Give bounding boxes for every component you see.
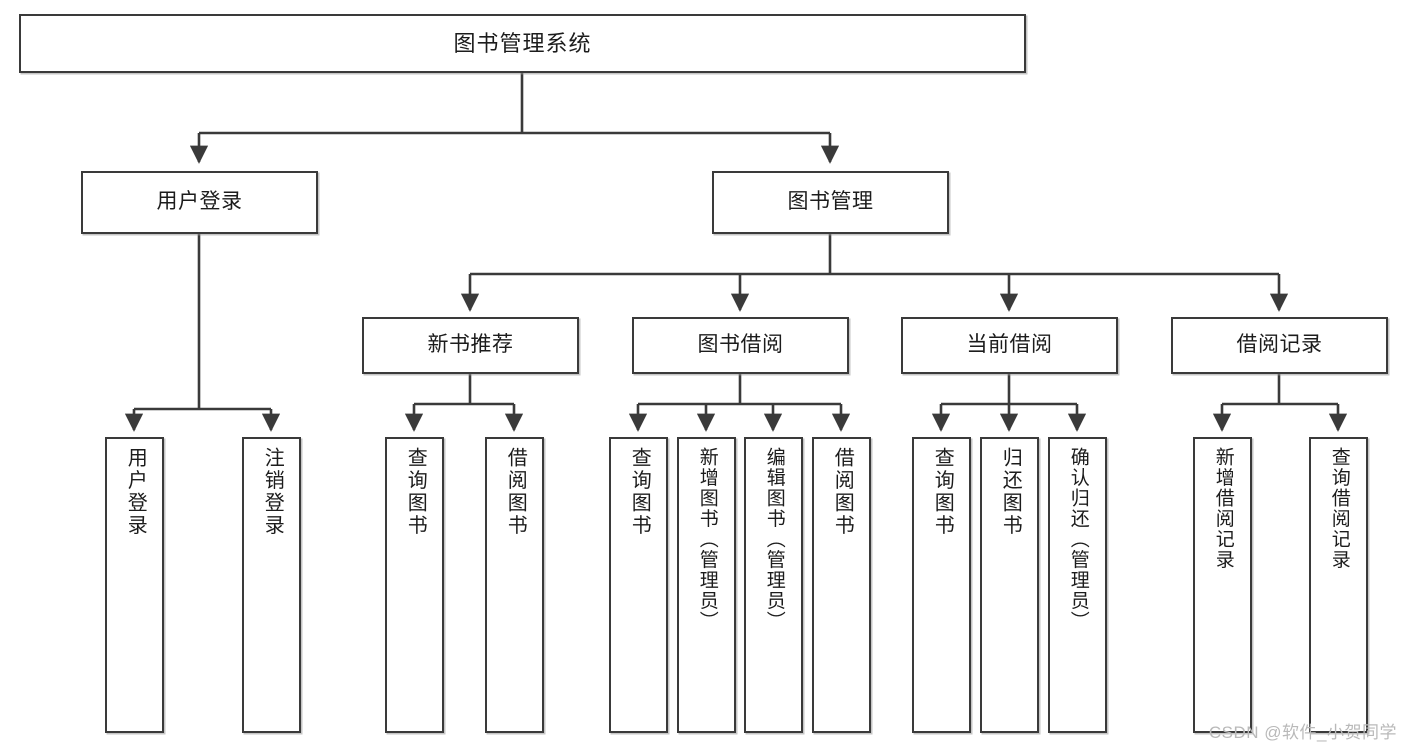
node-label: 查询图书 (404, 447, 427, 537)
node-label: 图书管理 (787, 190, 874, 214)
node-book-management[interactable]: 图书管理 (712, 171, 949, 234)
node-label: 编辑图书（管理员） (763, 447, 785, 632)
leaf-current-return-book[interactable]: 归还图书 (980, 437, 1039, 733)
node-root-system[interactable]: 图书管理系统 (19, 14, 1026, 73)
node-user-login[interactable]: 用户登录 (81, 171, 318, 234)
node-label: 借阅记录 (1236, 333, 1323, 357)
leaf-borrow-borrow-book[interactable]: 借阅图书 (812, 437, 871, 733)
node-book-borrow[interactable]: 图书借阅 (632, 317, 849, 374)
node-borrow-record[interactable]: 借阅记录 (1171, 317, 1388, 374)
leaf-user-login-signout[interactable]: 注销登录 (242, 437, 301, 733)
leaf-borrow-add-book-admin[interactable]: 新增图书（管理员） (677, 437, 736, 733)
node-label: 借阅图书 (831, 447, 854, 537)
node-label: 新增图书（管理员） (696, 447, 718, 632)
node-label: 新增借阅记录 (1212, 447, 1234, 570)
node-label: 查询借阅记录 (1328, 447, 1350, 570)
leaf-current-confirm-return-admin[interactable]: 确认归还（管理员） (1048, 437, 1107, 733)
leaf-record-add-record[interactable]: 新增借阅记录 (1193, 437, 1252, 733)
leaf-borrow-edit-book-admin[interactable]: 编辑图书（管理员） (744, 437, 803, 733)
node-label: 注销登录 (261, 447, 284, 537)
node-label: 查询图书 (931, 447, 954, 537)
node-label: 图书管理系统 (453, 30, 592, 56)
leaf-current-query-book[interactable]: 查询图书 (912, 437, 971, 733)
node-label: 借阅图书 (504, 447, 527, 537)
watermark-text: CSDN @软件_小贺同学 (1208, 723, 1397, 742)
node-label: 用户登录 (156, 190, 243, 214)
leaf-borrow-query-book[interactable]: 查询图书 (609, 437, 668, 733)
node-label: 查询图书 (628, 447, 651, 537)
leaf-new-book-borrow[interactable]: 借阅图书 (485, 437, 544, 733)
node-label: 归还图书 (999, 447, 1022, 537)
leaf-new-book-query[interactable]: 查询图书 (385, 437, 444, 733)
node-label: 新书推荐 (427, 333, 514, 357)
node-label: 确认归还（管理员） (1067, 447, 1089, 632)
node-current-borrow[interactable]: 当前借阅 (901, 317, 1118, 374)
leaf-user-login-signin[interactable]: 用户登录 (105, 437, 164, 733)
node-label: 用户登录 (124, 447, 147, 537)
node-label: 当前借阅 (966, 333, 1053, 357)
node-label: 图书借阅 (697, 333, 784, 357)
node-new-book-recommend[interactable]: 新书推荐 (362, 317, 579, 374)
leaf-record-query-record[interactable]: 查询借阅记录 (1309, 437, 1368, 733)
